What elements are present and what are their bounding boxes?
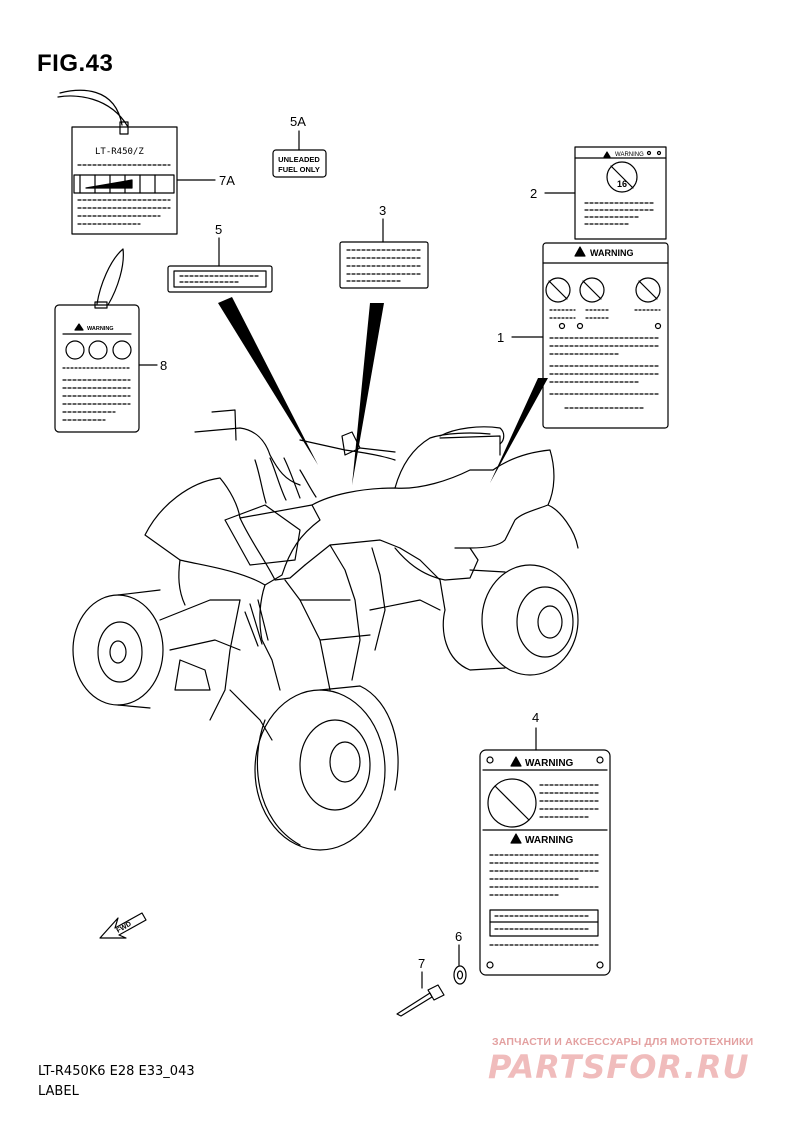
callout-4: 4 (532, 710, 539, 725)
callout-5: 5 (215, 222, 222, 237)
callout-7: 7 (418, 956, 425, 971)
callout-8: 8 (160, 358, 167, 373)
part-7A-hang-tag (57, 89, 216, 235)
part-2-warning-text: WARNING (615, 152, 644, 158)
fwd-arrow (99, 912, 147, 939)
part-6-washer (453, 944, 467, 985)
part-8-warning-text: WARNING (87, 326, 114, 332)
callout-2: 2 (530, 186, 537, 201)
figure-code: LT-R450K6 E28 E33_043 (38, 1064, 195, 1079)
callout-3: 3 (379, 203, 386, 218)
part-4-warning-text-top: WARNING (525, 758, 574, 769)
part-7-rivet (396, 971, 445, 1017)
part-1-label (511, 242, 669, 429)
figure-name: LABEL (38, 1084, 79, 1099)
part-5A-fuel-label (272, 130, 327, 178)
callout-5A: 5A (290, 114, 306, 129)
part-1-warning-text: WARNING (590, 248, 634, 258)
part-4-warning-text-bottom: WARNING (525, 835, 574, 846)
fuel-label-line2: FUEL ONLY (278, 165, 320, 174)
part-8-hang-tag (54, 248, 158, 433)
callout-1: 1 (497, 330, 504, 345)
callout-6: 6 (455, 929, 462, 944)
part-2-label (544, 146, 667, 240)
atv-illustration (72, 409, 579, 851)
pointer-wedges (218, 297, 548, 485)
part-4-label (479, 727, 611, 976)
watermark-subtitle: ЗАПЧАСТИ И АКСЕССУАРЫ ДЛЯ МОТОТЕХНИКИ (492, 1036, 754, 1048)
part-5-label (167, 237, 273, 293)
watermark-logo: PARTSFOR.RU (488, 1048, 750, 1086)
part-3-label (339, 218, 429, 289)
callout-7A: 7A (219, 173, 235, 188)
model-tag-text: LT-R450/Z (95, 147, 144, 157)
fuel-label-line1: UNLEADED (278, 155, 320, 164)
figure-title: FIG.43 (37, 50, 114, 77)
age-badge-text: 16 (617, 179, 627, 189)
